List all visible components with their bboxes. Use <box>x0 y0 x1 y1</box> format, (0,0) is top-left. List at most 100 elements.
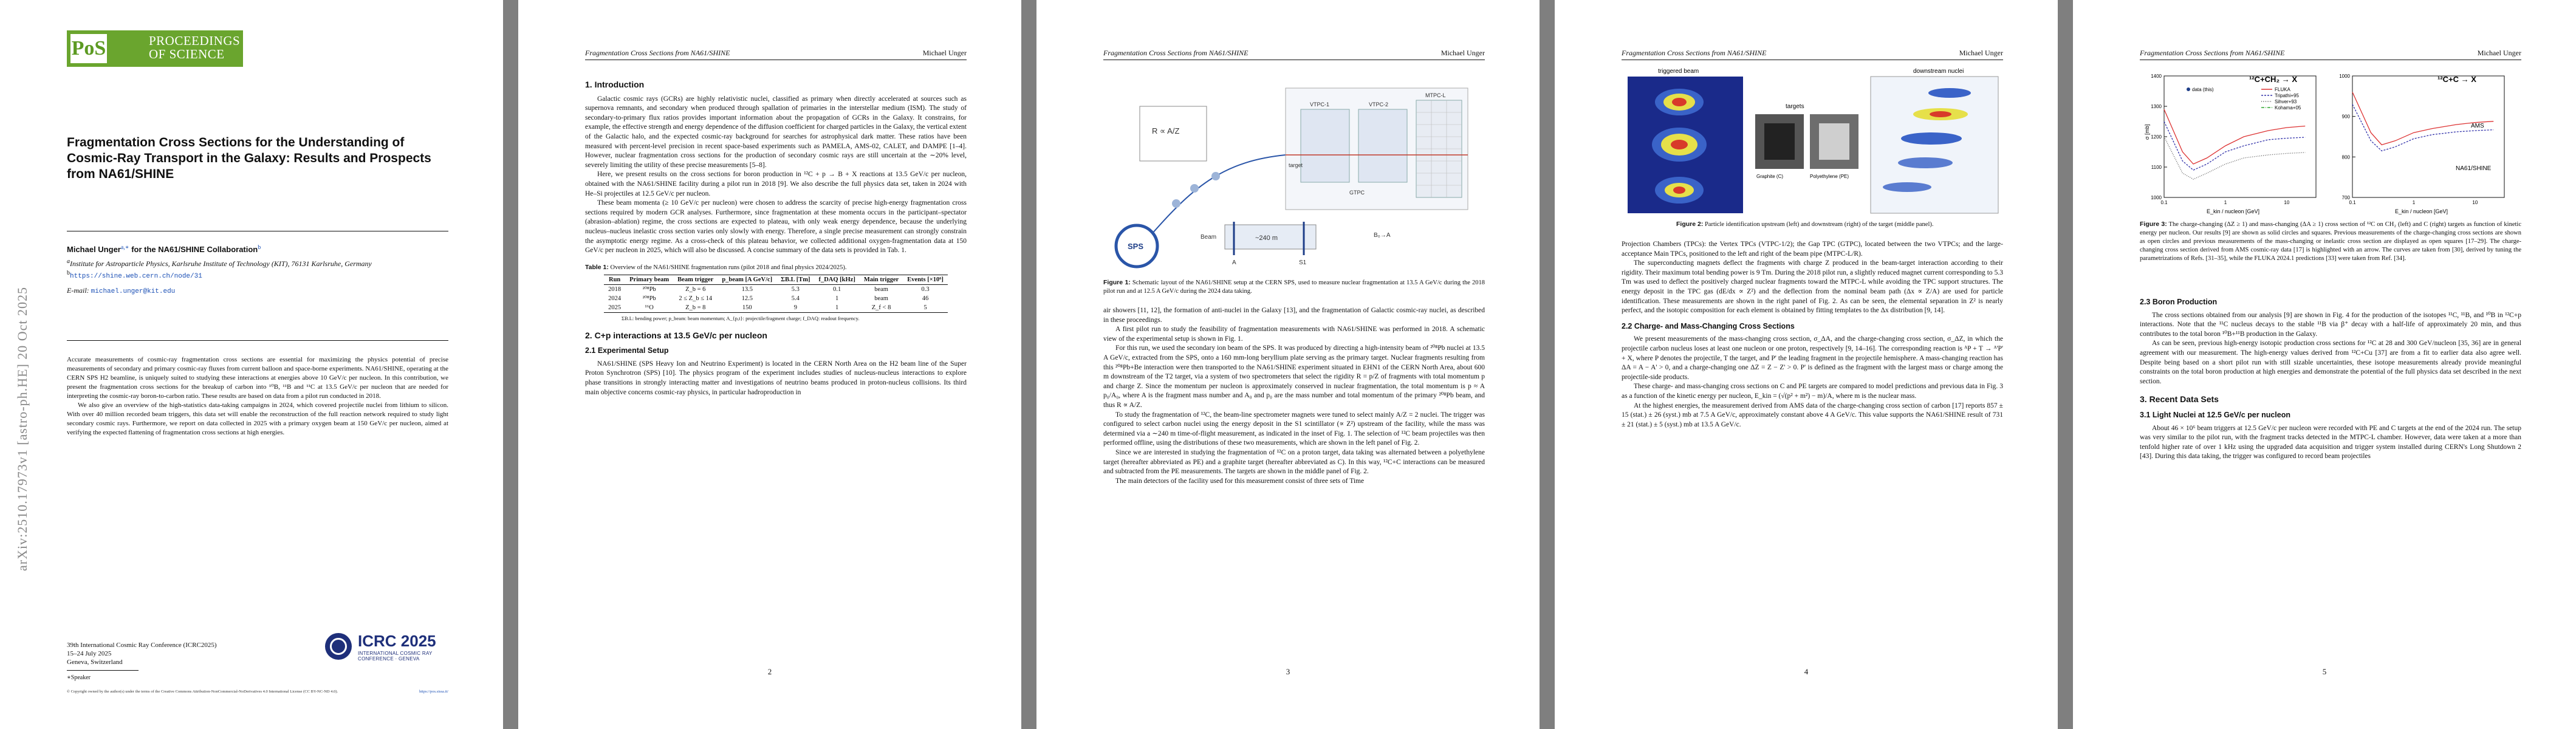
table-note: ΣB.L: bending power; p_beam: beam moment… <box>622 315 860 321</box>
header-title: Fragmentation Cross Sections from NA61/S… <box>585 49 730 57</box>
figure-1-caption-text: Schematic layout of the NA61/SHINE setup… <box>1103 279 1485 295</box>
annotation-ams: AMS <box>2471 123 2484 129</box>
figure-1-label: Figure 1: <box>1103 279 1131 286</box>
pos-logo-mark: PoS <box>70 34 107 63</box>
page-2-body: 1. Introduction Galactic cosmic rays (GC… <box>585 72 967 397</box>
x-tick-label: 1 <box>2224 200 2227 205</box>
figure-1-setup-diagram: SPS R ∝ A/Z VTPC-1 VTPC-2 MTPC-L GTPC ta… <box>1103 64 1485 273</box>
vtpc1-label: VTPC-1 <box>1310 101 1329 108</box>
footnote-rule <box>67 670 139 671</box>
arxiv-id[interactable]: arXiv:2510.17973v1 [astro-ph.HE] 20 Oct … <box>15 286 30 571</box>
legend-tripathi: Tripathi+95 <box>2275 93 2300 98</box>
y-tick-label: 1400 <box>2151 74 2162 79</box>
affiliation-b-link[interactable]: https://shine.web.cern.ch/node/31 <box>70 273 202 280</box>
header-title: Fragmentation Cross Sections from NA61/S… <box>1622 49 1767 57</box>
conference-dates: 15–24 July 2025 <box>67 650 112 657</box>
icrc-globe-icon <box>325 633 352 660</box>
table-cell: beam <box>874 286 888 293</box>
detector-a-label: A <box>1232 259 1236 266</box>
running-header: Fragmentation Cross Sections from NA61/S… <box>585 47 967 60</box>
intro-para-3: These beam momenta (≥ 10 GeV/c per nucle… <box>585 199 967 255</box>
p3-para-2: A first pilot run to study the feasibili… <box>1103 326 1485 343</box>
y-tick-label: 1300 <box>2151 104 2162 109</box>
fig2-left-title: triggered beam <box>1658 68 1699 75</box>
intro-para-1: Galactic cosmic rays (GCRs) are highly r… <box>585 95 967 169</box>
table-cell: 2024 <box>608 295 622 302</box>
p4-para-5: At the highest energies, the measurement… <box>1622 402 2003 428</box>
page-number: 4 <box>1804 667 1809 676</box>
page-5-body: 2.3 Boron Production The cross sections … <box>2140 292 2521 462</box>
table-header: Primary beam <box>629 276 670 283</box>
fig2-pe-label: Polyethylene (PE) <box>1810 174 1849 179</box>
pos-logo: PoS PROCEEDINGS OF SCIENCE <box>67 30 243 67</box>
page-number: 5 <box>2322 667 2327 676</box>
p4-para-4: These charge- and mass-changing cross se… <box>1622 383 2003 400</box>
intro-para-2: Here, we present results on the cross se… <box>585 171 967 197</box>
setup-para: NA61/SHINE (SPS Heavy Ion and Neutrino E… <box>585 360 967 396</box>
license-block: © Copyright owned by the author(s) under… <box>67 690 448 694</box>
header-author: Michael Unger <box>1440 49 1485 57</box>
p4-para-1: Projection Chambers (TPCs): the Vertex T… <box>1622 241 2003 258</box>
affiliation-a: Institute for Astroparticle Physics, Kar… <box>70 259 372 268</box>
p5-para-1: The cross sections obtained from our ana… <box>2140 311 2521 338</box>
table-cell: 12.5 <box>741 295 753 302</box>
x-tick-label: 1 <box>2413 200 2416 205</box>
table-cell: 2 ≤ Z_b ≤ 14 <box>679 295 713 302</box>
x-tick-label: 0.1 <box>2160 200 2168 205</box>
icrc-logo-subtitle: INTERNATIONAL COSMIC RAY CONFERENCE · GE… <box>358 651 433 662</box>
legend-fluka: FLUKA <box>2275 87 2290 92</box>
running-header: Fragmentation Cross Sections from NA61/S… <box>2140 47 2521 60</box>
table-cell: 5.4 <box>791 295 800 302</box>
plot-left-legend: FLUKA Tripathi+95 Sihver+93 Kohama+05 da… <box>2187 87 2301 111</box>
abstract-rule <box>67 340 448 341</box>
header-author: Michael Unger <box>922 49 967 57</box>
series-line-sihver-93 <box>2163 136 2306 180</box>
conference-info: 39th International Cosmic Ray Conference… <box>67 641 217 666</box>
arxiv-stamp: arXiv:2510.17973v1 [astro-ph.HE] 20 Oct … <box>11 182 30 571</box>
mtpc-label: MTPC-L <box>1425 92 1446 98</box>
page-number: 3 <box>1286 667 1290 676</box>
speaker-footnote: ∗Speaker <box>67 674 91 681</box>
email-link[interactable]: michael.unger@kit.edu <box>91 288 176 295</box>
table-cell: beam <box>874 295 888 302</box>
gtpc-label: GTPC <box>1349 190 1365 196</box>
table-cell: ¹⁶O <box>645 304 654 311</box>
table-cell: Z_b = 8 <box>685 304 706 311</box>
figure-3-caption: Figure 3: The charge-changing (ΔZ ≥ 1) a… <box>2140 220 2521 263</box>
page-4-body: Projection Chambers (TPCs): the Vertex T… <box>1622 240 2003 430</box>
legend-data: data (this) <box>2192 87 2214 92</box>
x-tick-label: 0.1 <box>2349 200 2356 205</box>
figure-3-label: Figure 3: <box>2140 221 2167 228</box>
fig2-right-title: downstream nuclei <box>1913 68 1964 75</box>
subsection-light-nuclei: 3.1 Light Nuclei at 12.5 GeV/c per nucle… <box>2140 410 2290 419</box>
abstract-para-1: Accurate measurements of cosmic-ray frag… <box>67 356 448 400</box>
table-cell: 2018 <box>608 286 622 293</box>
abstract-para-2: We also give an overview of the high-sta… <box>67 402 448 436</box>
table-cell: Z_b = 6 <box>685 286 706 293</box>
tof-distance-label: ~240 m <box>1255 234 1278 242</box>
page-3: Fragmentation Cross Sections from NA61/S… <box>1036 0 1540 729</box>
collaboration-name: for the NA61/SHINE Collaboration <box>129 245 258 254</box>
y-tick-label: 700 <box>2342 195 2351 200</box>
header-author: Michael Unger <box>2477 49 2521 57</box>
p5-para-3: About 46 × 10⁶ beam triggers at 12.5 GeV… <box>2140 424 2521 460</box>
plot-left-title: ¹²C+CH₂ → X <box>2249 75 2297 84</box>
paper-title: Fragmentation Cross Sections for the Und… <box>67 135 431 181</box>
section-recent-data: 3. Recent Data Sets <box>2140 394 2219 405</box>
table-cell: 0.3 <box>921 286 930 293</box>
subsection-boron-production: 2.3 Boron Production <box>2140 298 2218 306</box>
pos-link[interactable]: https://pos.sissa.it/ <box>419 690 448 694</box>
series-line-fluka <box>2352 92 2494 146</box>
table-cell: 46 <box>922 295 929 302</box>
target-label: target <box>1289 162 1303 168</box>
sps-label: SPS <box>1128 242 1143 251</box>
author-block: Michael Ungera,∗ for the NA61/SHINE Coll… <box>67 244 372 295</box>
table-cell: ²⁰⁸Pb <box>642 286 656 293</box>
table-cell: 5 <box>923 304 927 311</box>
y-tick-label: 900 <box>2342 114 2351 120</box>
